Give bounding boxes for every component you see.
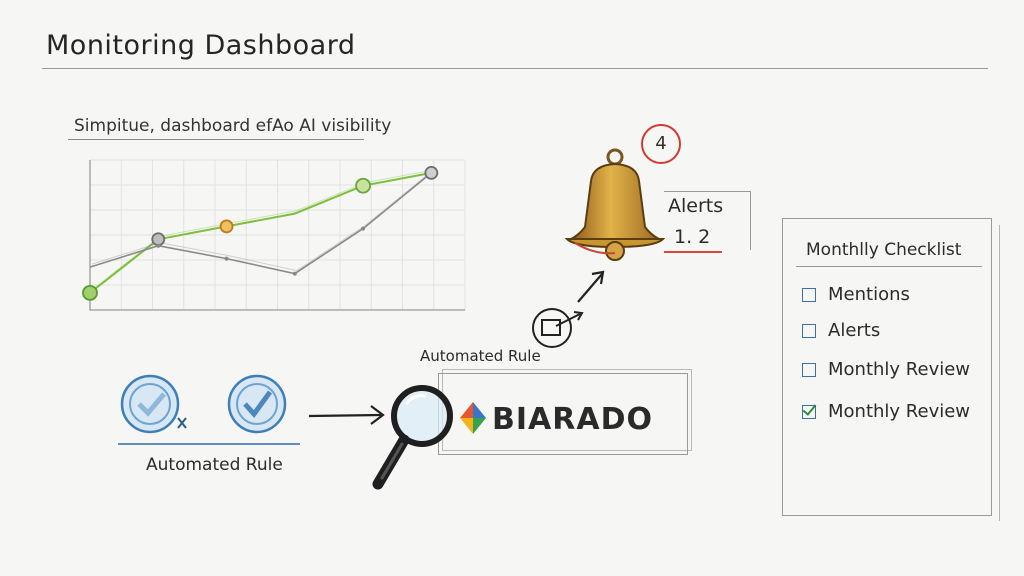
alerts-value: 1. 2 <box>674 226 711 248</box>
data-point <box>424 165 439 180</box>
data-point <box>224 256 229 261</box>
checkbox-checked[interactable] <box>802 404 816 419</box>
brand-logo-icon <box>460 402 486 434</box>
checklist-item-label: Monthly Review <box>828 401 971 422</box>
checklist-title-underline <box>796 266 982 267</box>
automated-rule-icons <box>118 374 300 445</box>
checkbox[interactable] <box>802 287 816 302</box>
checkbox[interactable] <box>802 362 816 377</box>
arrow-right-icon <box>308 405 385 425</box>
chart-series <box>89 169 434 294</box>
checklist-item-mentions[interactable]: Mentions <box>802 284 910 305</box>
series-sketch-line-1 <box>91 169 434 272</box>
series-line-0 <box>89 171 432 294</box>
checklist-title: Monthlly Checklist <box>806 240 962 260</box>
cursor-icon <box>532 270 605 348</box>
data-point <box>292 271 297 276</box>
chart-grid <box>89 159 466 311</box>
checklist-item-monthly-review-checked[interactable]: Monthly Review <box>802 401 970 422</box>
series-sketch-line-0 <box>91 169 434 291</box>
data-point <box>156 243 161 248</box>
chart-axes <box>89 160 465 311</box>
monthly-checklist-panel <box>782 218 1000 521</box>
data-point <box>219 219 234 234</box>
checklist-item-label: Mentions <box>828 284 910 305</box>
data-point <box>361 226 366 231</box>
magnifier-icon[interactable] <box>368 380 468 500</box>
alerts-underline <box>664 251 722 253</box>
checklist-item-monthly-review[interactable]: Monthly Review <box>802 359 970 380</box>
data-point <box>82 284 98 301</box>
checkbox[interactable] <box>802 323 816 338</box>
chart-title: Simpitue, dashboard efAo AI visibility <box>74 116 392 136</box>
checklist-item-alerts[interactable]: Alerts <box>802 320 880 341</box>
check-circle-icon <box>227 374 287 434</box>
page-title: Monitoring Dashboard <box>46 30 356 61</box>
line-chart <box>82 159 466 311</box>
checklist-item-label: Alerts <box>828 320 881 341</box>
notification-badge: 4 <box>641 124 681 164</box>
chart-title-underline <box>68 139 364 140</box>
bell-icon[interactable] <box>555 115 665 275</box>
chart-points <box>82 165 439 301</box>
data-point <box>151 232 166 247</box>
series-line-1 <box>89 172 432 275</box>
automated-rule-caption: Automated Rule <box>420 347 541 365</box>
checklist-item-label: Monthly Review <box>828 359 971 380</box>
alerts-panel <box>664 191 751 250</box>
automated-rule-label: Automated Rule <box>146 455 283 475</box>
check-circle-icon <box>120 374 187 434</box>
brand-name: BIARADO <box>492 402 653 437</box>
data-point <box>355 177 371 194</box>
title-divider <box>42 68 988 69</box>
alerts-label: Alerts <box>668 195 724 217</box>
